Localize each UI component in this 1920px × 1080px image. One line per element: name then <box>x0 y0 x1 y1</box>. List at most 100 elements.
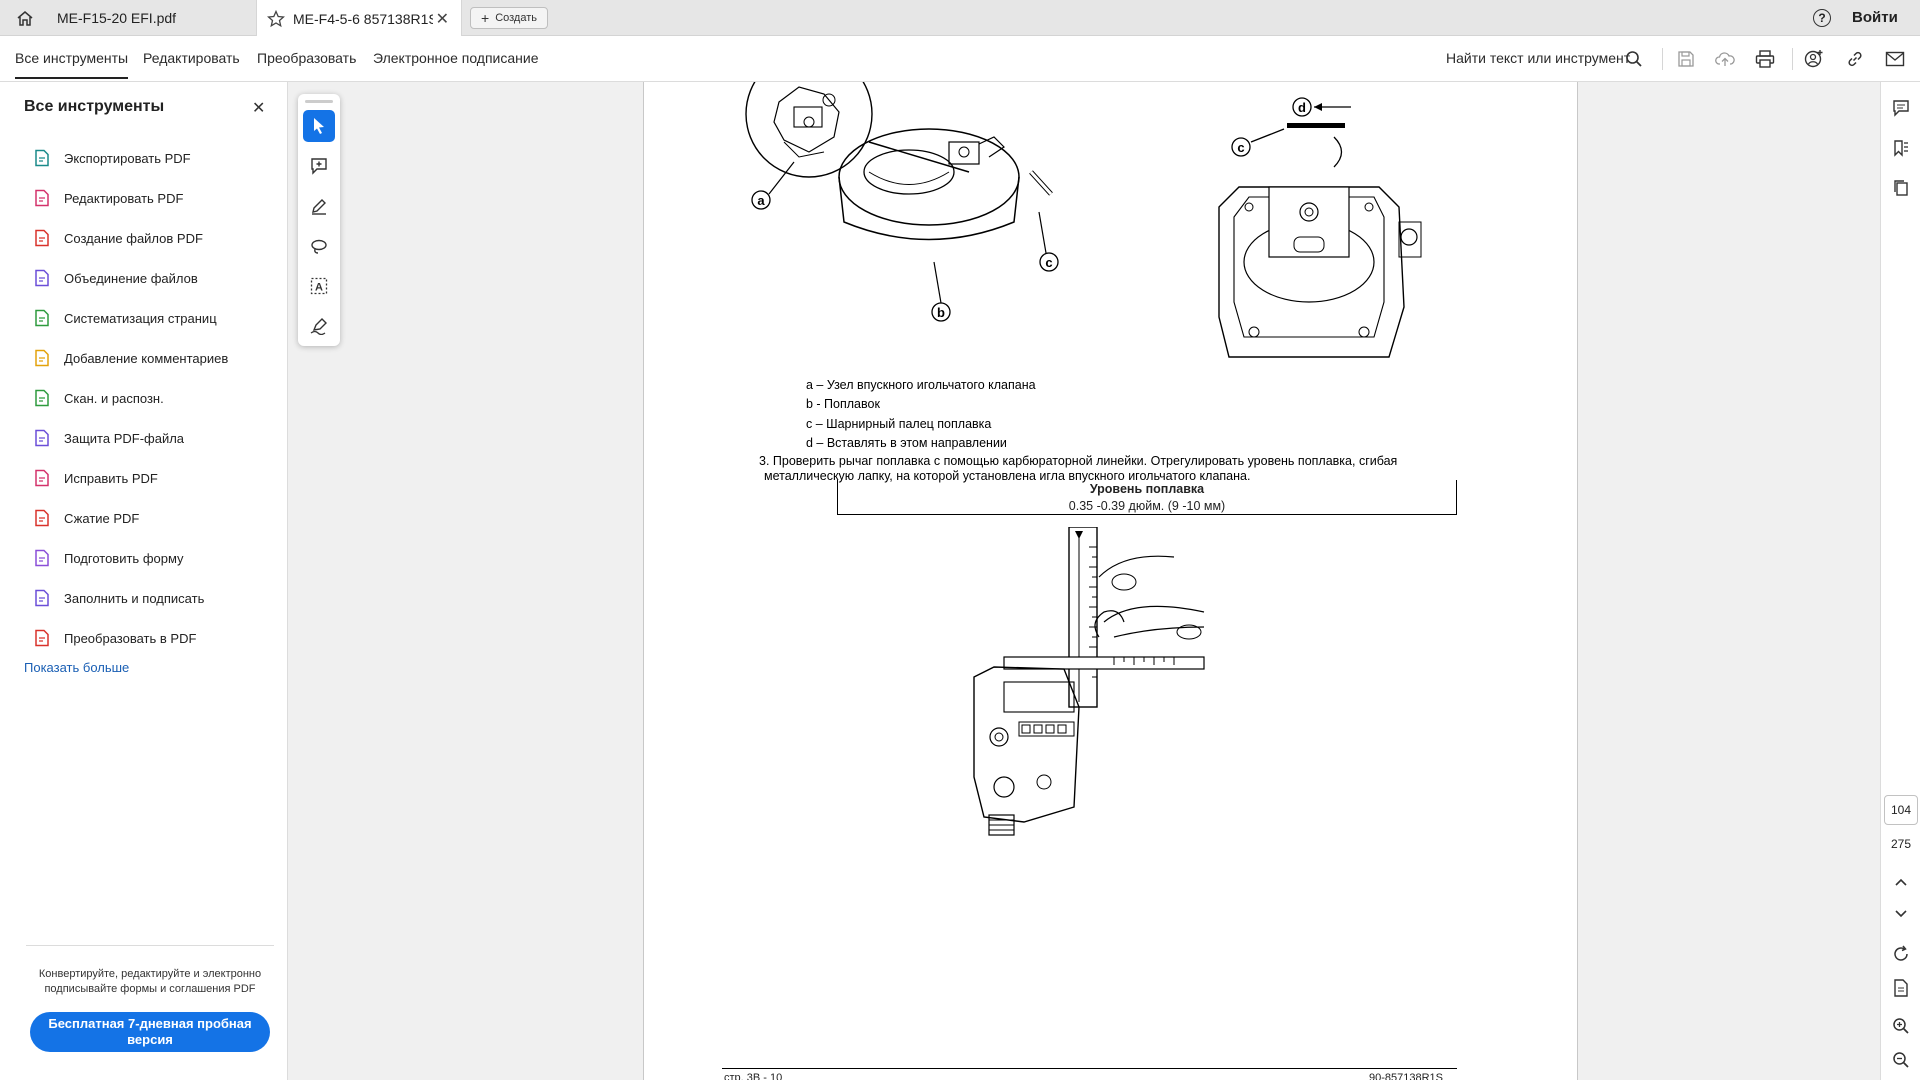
current-page-input[interactable]: 104 <box>1884 795 1918 825</box>
tab-document-1[interactable]: ME-F15-20 EFI.pdf <box>42 0 252 36</box>
free-trial-button[interactable]: Бесплатная 7-дневная пробная версия <box>30 1012 270 1052</box>
combine-files-icon <box>32 268 52 288</box>
find-text-button[interactable]: Найти текст или инструмент <box>1446 50 1631 66</box>
tool-label: Защита PDF-файла <box>64 430 185 446</box>
tool-item[interactable]: Исправить PDF <box>32 466 158 490</box>
tab-bar: ME-F15-20 EFI.pdf ME-F4-5-6 857138R1S...… <box>0 0 1920 37</box>
new-tab-button[interactable]: + Создать <box>470 7 548 29</box>
close-panel-icon[interactable]: ✕ <box>252 100 266 117</box>
tool-label: Редактировать PDF <box>64 190 184 206</box>
tool-item[interactable]: Преобразовать в PDF <box>32 626 196 650</box>
document-viewer[interactable]: a b c d c <box>289 82 1579 1080</box>
panel-title: Все инструменты <box>24 98 165 115</box>
zoom-in-icon[interactable] <box>1889 1014 1913 1038</box>
page-footer-left: стр. 3В - 10 <box>724 1072 783 1080</box>
tool-label: Объединение файлов <box>64 270 198 286</box>
quick-tools-toolbar: A <box>298 94 340 346</box>
tool-label: Сжатие PDF <box>64 510 140 526</box>
carburetor-body-diagram: d c <box>1218 97 1422 358</box>
tool-item[interactable]: Редактировать PDF <box>32 186 183 210</box>
signature-pen-icon <box>310 318 327 335</box>
tool-label: Создание файлов PDF <box>64 230 203 246</box>
step-3-line-2: металлическую лапку, на которой установл… <box>764 469 1251 483</box>
mail-icon[interactable] <box>1884 48 1906 70</box>
scan-ocr-icon <box>32 388 52 408</box>
select-tool-button[interactable] <box>303 110 335 142</box>
page-footer-right: 90-857138R1S <box>1369 1072 1444 1080</box>
tool-item[interactable]: Заполнить и подписать <box>32 586 204 610</box>
menu-edit[interactable]: Редактировать <box>143 50 240 66</box>
tool-item[interactable]: Добавление комментариев <box>32 346 228 370</box>
edit-pdf-icon <box>32 188 52 208</box>
label-c: c <box>1045 255 1052 270</box>
label-c2: c <box>1237 140 1244 155</box>
draw-tool-button[interactable] <box>303 230 335 262</box>
export-pdf-icon <box>32 148 52 168</box>
search-icon[interactable] <box>1623 48 1645 70</box>
tool-item[interactable]: Защита PDF-файла <box>32 426 184 450</box>
total-pages: 275 <box>1890 837 1912 851</box>
menu-all-tools[interactable]: Все инструменты <box>15 50 129 79</box>
bookmarks-icon[interactable] <box>1889 136 1913 160</box>
page-footer-rule <box>722 1068 1457 1069</box>
float-level-table: Уровень поплавка 0.35 -0.39 дюйм. (9 -10… <box>837 480 1457 515</box>
print-icon[interactable] <box>1754 48 1776 70</box>
comment-plus-icon <box>311 158 327 175</box>
close-tab-icon[interactable]: ✕ <box>435 11 449 28</box>
zoom-out-icon[interactable] <box>1889 1048 1913 1072</box>
compress-pdf-icon <box>32 508 52 528</box>
prepare-form-icon <box>32 548 52 568</box>
add-comment-button[interactable] <box>303 150 335 182</box>
tool-item[interactable]: Скан. и распозн. <box>32 386 164 410</box>
toolbar-grip-handle[interactable] <box>305 100 333 103</box>
home-button[interactable] <box>14 8 36 28</box>
fill-sign-icon <box>32 588 52 608</box>
legend-a: a – Узел впускного игольчатого клапана <box>806 378 1036 392</box>
float-level-title: Уровень поплавка <box>1089 482 1205 496</box>
link-icon[interactable] <box>1844 48 1866 70</box>
panel-divider <box>26 945 274 946</box>
next-page-icon[interactable] <box>1889 902 1913 926</box>
lasso-icon <box>311 239 327 254</box>
highlight-tool-button[interactable] <box>303 190 335 222</box>
previous-page-icon[interactable] <box>1889 870 1913 894</box>
help-icon[interactable]: ? <box>1813 9 1831 27</box>
text-recognition-button[interactable]: A <box>303 270 335 302</box>
show-more-link[interactable]: Показать больше <box>24 660 130 675</box>
protect-pdf-icon <box>32 428 52 448</box>
signin-button[interactable]: Войти <box>1852 9 1898 26</box>
tool-item[interactable]: Объединение файлов <box>32 266 198 290</box>
menu-convert[interactable]: Преобразовать <box>257 50 357 66</box>
share-user-icon[interactable] <box>1803 48 1825 70</box>
menu-e-sign[interactable]: Электронное подписание <box>373 50 539 66</box>
float-level-value: 0.35 -0.39 дюйм. (9 -10 мм) <box>1068 499 1226 513</box>
save-icon[interactable] <box>1675 48 1697 70</box>
sign-tool-button[interactable] <box>303 310 335 342</box>
tool-label: Скан. и распозн. <box>64 390 164 406</box>
tool-item[interactable]: Систематизация страниц <box>32 306 217 330</box>
right-rail: 104 275 <box>1880 82 1920 1080</box>
tool-label: Заполнить и подписать <box>64 590 205 606</box>
step-3-instruction: 3. Проверить рычаг поплавка с помощью ка… <box>759 454 1459 484</box>
label-d: d <box>1298 100 1306 115</box>
tab-document-2[interactable]: ME-F4-5-6 857138R1S.... ✕ <box>256 0 462 37</box>
cloud-upload-icon[interactable] <box>1714 48 1736 70</box>
new-tab-label: Создать <box>495 12 537 24</box>
comments-panel-icon[interactable] <box>1889 96 1913 120</box>
page-display-icon[interactable] <box>1889 976 1913 1000</box>
legend-d: d – Вставлять в этом направлении <box>806 436 1007 450</box>
legend-c: c – Шарнирный палец поплавка <box>806 417 992 431</box>
tool-item[interactable]: Создание файлов PDF <box>32 226 203 250</box>
rotate-icon[interactable] <box>1889 942 1913 966</box>
pen-icon <box>312 199 326 215</box>
page-thumbnails-icon[interactable] <box>1889 176 1913 200</box>
tool-item[interactable]: Экспортировать PDF <box>32 146 191 170</box>
star-icon[interactable] <box>267 9 285 28</box>
home-icon <box>17 10 33 26</box>
tool-label: Добавление комментариев <box>64 350 229 366</box>
organize-pages-icon <box>32 308 52 328</box>
tool-item[interactable]: Подготовить форму <box>32 546 184 570</box>
tool-label: Исправить PDF <box>64 470 158 486</box>
text-select-icon: A <box>310 277 328 295</box>
tool-item[interactable]: Сжатие PDF <box>32 506 139 530</box>
